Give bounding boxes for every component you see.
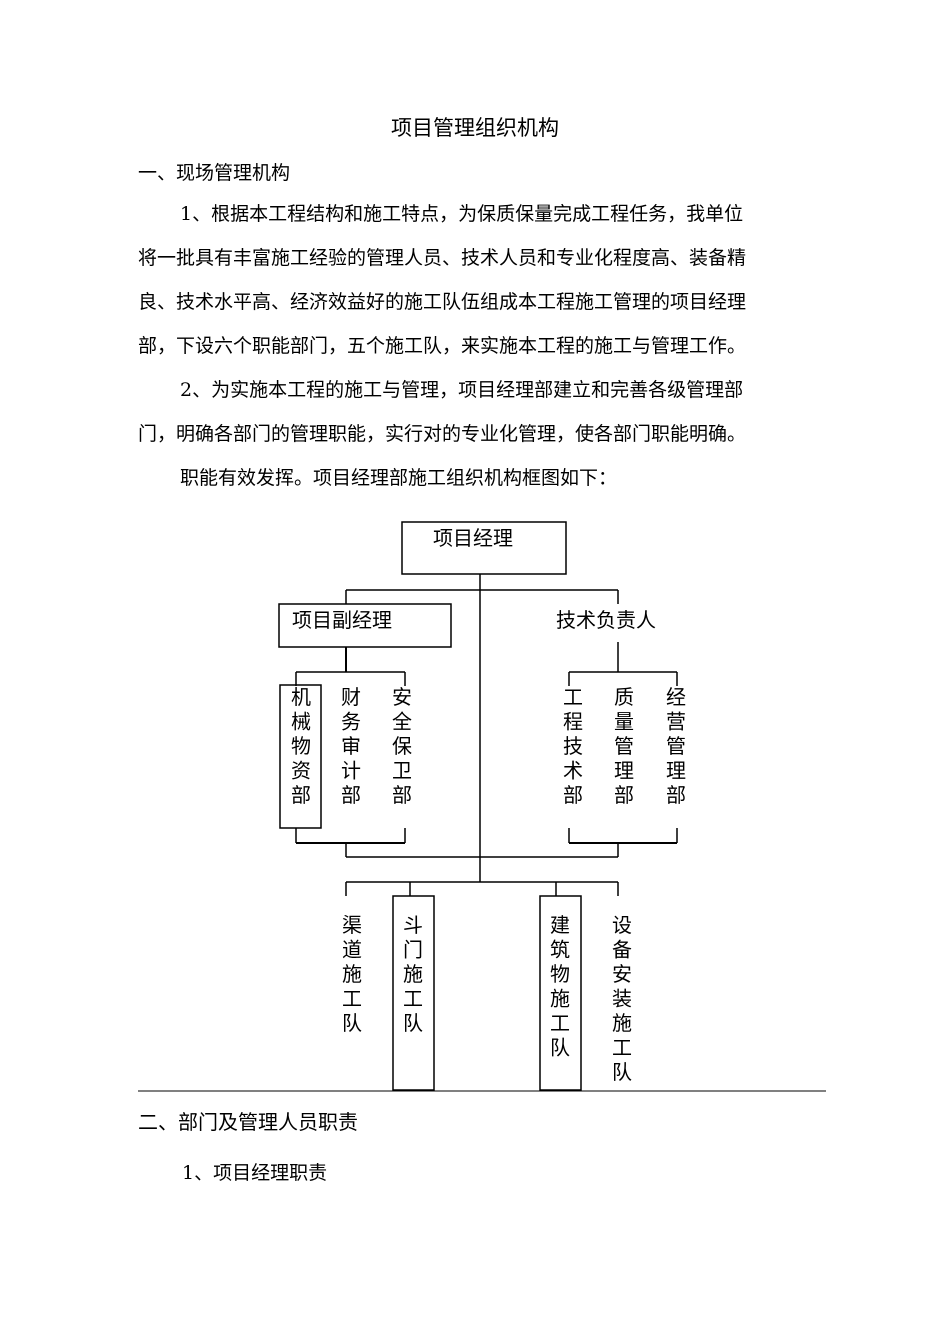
paragraph-1-line: 良、技术水平高、经济效益好的施工队伍组成本工程施工管理的项目经理 bbox=[138, 291, 747, 313]
paragraph-1-line: 部，下设六个职能部门，五个施工队，来实施本工程的施工与管理工作。 bbox=[138, 335, 747, 357]
team-label-0: 渠道施工队 bbox=[342, 913, 362, 1035]
dept-label-left-0: 机械物资部 bbox=[291, 685, 311, 807]
subsection-heading-1: 1、项目经理职责 bbox=[182, 1162, 328, 1184]
dept-label-left-2: 安全保卫部 bbox=[392, 685, 412, 807]
box-building-team bbox=[539, 895, 582, 1091]
dept-label-right-0: 工程技术部 bbox=[563, 685, 583, 807]
org-top-label: 项目经理 bbox=[433, 526, 513, 550]
org-tech-label: 技术负责人 bbox=[556, 608, 656, 632]
dept-label-right-1: 质量管理部 bbox=[614, 685, 634, 807]
paragraph-1-line: 1、根据本工程结构和施工特点，为保质保量完成工程任务，我单位 bbox=[180, 203, 744, 225]
paragraph-1: 1、根据本工程结构和施工特点，为保质保量完成工程任务，我单位 将一批具有丰富施工… bbox=[138, 192, 826, 368]
box-project-manager bbox=[401, 521, 567, 575]
org-deputy-label: 项目副经理 bbox=[292, 608, 392, 632]
paragraph-3: 职能有效发挥。项目经理部施工组织机构框图如下： bbox=[180, 467, 618, 489]
paragraph-1-line: 将一批具有丰富施工经验的管理人员、技术人员和专业化程度高、装备精 bbox=[138, 247, 747, 269]
org-chart-lines bbox=[278, 521, 678, 1091]
team-label-2: 建筑物施工队 bbox=[550, 913, 570, 1060]
section-heading-2: 二、部门及管理人员职责 bbox=[138, 1110, 358, 1134]
team-label-3: 设备安装施工队 bbox=[612, 913, 632, 1084]
paragraph-2-line: 2、为实施本工程的施工与管理，项目经理部建立和完善各级管理部 bbox=[180, 379, 744, 401]
section-heading-1: 一、现场管理机构 bbox=[138, 162, 291, 184]
box-machinery-dept bbox=[279, 684, 322, 829]
dept-label-left-1: 财务审计部 bbox=[341, 685, 361, 807]
paragraph-2-line: 门，明确各部门的管理职能，实行对的专业化管理，使各部门职能明确。 bbox=[138, 423, 747, 445]
box-deputy-manager bbox=[278, 603, 452, 648]
team-label-1: 斗门施工队 bbox=[403, 913, 423, 1035]
page-title: 项目管理组织机构 bbox=[391, 116, 559, 140]
box-sluice-team bbox=[392, 895, 435, 1091]
paragraph-2: 2、为实施本工程的施工与管理，项目经理部建立和完善各级管理部 门，明确各部门的管… bbox=[138, 368, 826, 456]
dept-label-right-2: 经营管理部 bbox=[666, 685, 686, 807]
